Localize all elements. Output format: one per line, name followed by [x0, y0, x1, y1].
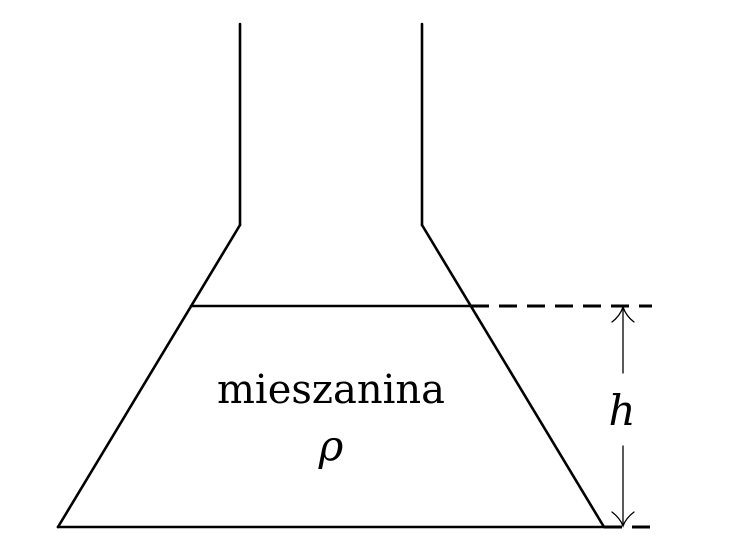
- flask-outline: [56, 22, 606, 529]
- height-dimension-arrow: [611, 304, 635, 528]
- liquid-label: mieszanina: [217, 367, 445, 413]
- height-arrowhead-top-icon: [611, 304, 635, 323]
- height-arrowhead-bottom-icon: [611, 511, 635, 528]
- density-symbol: ρ: [318, 421, 344, 470]
- flask-body-left-wall: [56, 223, 242, 529]
- height-symbol: h: [608, 386, 635, 435]
- flask-body-right-wall: [420, 223, 606, 529]
